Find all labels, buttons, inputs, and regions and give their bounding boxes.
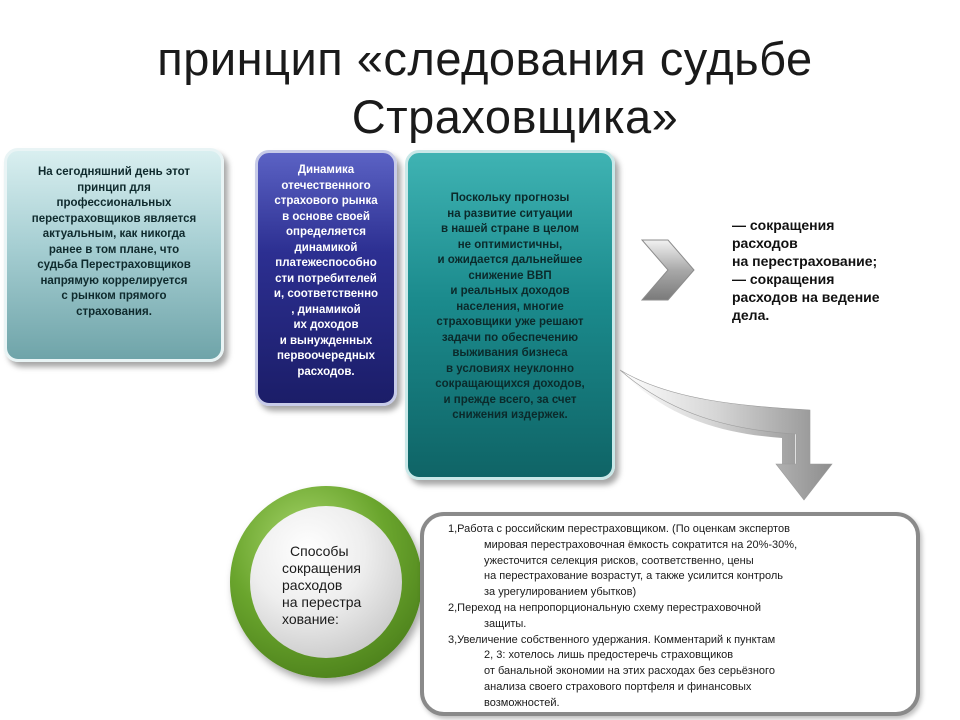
circle-core xyxy=(250,506,402,658)
box-right-line: Поскольку прогнозы xyxy=(450,192,570,204)
methods-line: мировая перестраховочная ёмкость сократи… xyxy=(484,538,798,551)
methods-line: за урегулированием убытков) xyxy=(484,586,637,599)
results-line: — сокращения xyxy=(732,271,835,287)
box-left-line: ранее в том плане, что xyxy=(48,243,180,256)
box-market-dynamics: Динамика отечественного страхового рынка… xyxy=(255,150,397,406)
circle-line: хование: xyxy=(282,611,339,627)
curved-arrow-down-icon xyxy=(619,369,833,501)
circle-label: Способы сокращения расходов на перестра … xyxy=(282,543,392,628)
page-title: принцип «следования судьбе Страховщика» xyxy=(60,30,910,146)
methods-box: 1,Работа с российским перестраховщиком. … xyxy=(420,512,920,716)
title-line-1: принцип «следования судьбе xyxy=(157,32,813,85)
box-left-line: с рынком прямого xyxy=(61,290,167,302)
box-left-line: На сегодняшний день этот xyxy=(38,166,190,178)
circle-line: расходов xyxy=(282,577,343,593)
box-right-line: и прежде всего, за счет xyxy=(443,393,577,406)
box-right-line: не оптимистичны, xyxy=(457,238,563,251)
box-left-line: судьба Перестраховщиков xyxy=(37,259,191,271)
box-right-line: в условиях неуклонно xyxy=(446,362,574,375)
methods-line: возможностей. xyxy=(484,696,560,709)
circle-line: на перестра xyxy=(282,594,362,610)
box-middle-line: , динамикой xyxy=(291,303,361,316)
box-middle-line: динамикой xyxy=(294,241,358,254)
box-middle-line: Динамика xyxy=(297,164,355,176)
methods-line: 3,Увеличение собственного удержания. Ком… xyxy=(448,633,776,646)
methods-line: анализа своего страхового портфеля и фин… xyxy=(484,680,752,693)
box-left-line: профессиональных xyxy=(56,197,172,209)
box-middle-line: определяется xyxy=(286,226,366,238)
box-middle-line: отечественного xyxy=(281,179,371,192)
methods-line: 2, 3: хотелось лишь предостеречь страхов… xyxy=(484,649,734,662)
box-right-line: выживания бизнеса xyxy=(452,347,568,359)
box-right-line: населения, многие xyxy=(456,300,564,313)
methods-line: 1,Работа с российским перестраховщиком. … xyxy=(448,523,790,535)
box-current-relevance: На сегодняшний день этот принцип для про… xyxy=(4,148,224,362)
box-left-line: принцип для xyxy=(77,181,151,194)
box-middle-line: и вынужденных xyxy=(279,334,373,347)
box-right-line: страховщики уже решают xyxy=(436,316,584,328)
box-right-line: на развитие ситуации xyxy=(447,207,573,220)
box-middle-line: страхового рынка xyxy=(274,195,378,207)
box-left-line: перестраховщиков является xyxy=(31,212,197,225)
box-middle-line: платежеспособно xyxy=(275,257,377,269)
box-right-line: в нашей стране в целом xyxy=(440,223,580,235)
box-right-line: и реальных доходов xyxy=(450,285,570,297)
results-line: расходов на ведение xyxy=(732,289,880,305)
chevron-right-icon xyxy=(640,239,695,301)
box-middle-line: в основе своей xyxy=(282,210,370,223)
methods-line: от банальной экономии на этих расходах б… xyxy=(484,665,775,678)
results-line: расходов xyxy=(732,235,798,251)
box-right-line: снижение ВВП xyxy=(468,269,552,282)
circle-line: сокращения xyxy=(282,560,361,576)
box-left-line: страхования. xyxy=(76,305,152,318)
box-middle-line: первоочередных xyxy=(276,350,375,362)
box-middle-line: и, соответственно xyxy=(273,288,379,300)
box-right-line: снижения издержек. xyxy=(452,409,568,421)
results-line: дела. xyxy=(732,307,770,323)
title-line-2: Страховщика» xyxy=(351,90,679,143)
box-forecast: Поскольку прогнозы на развитие ситуации … xyxy=(405,150,615,480)
methods-line: 2,Переход на непропорциональную схему пе… xyxy=(448,601,762,614)
box-right-line: сокращающихся доходов, xyxy=(435,378,585,390)
box-left-line: напрямую коррелируется xyxy=(40,274,188,287)
methods-line: защиты. xyxy=(484,617,527,630)
results-line: на перестрахование; xyxy=(732,253,878,269)
methods-line: ужесточится селекция рисков, соответстве… xyxy=(484,554,754,567)
box-middle-line: их доходов xyxy=(293,319,359,331)
box-middle-line: расходов. xyxy=(297,365,355,378)
results-line: — сокращения xyxy=(732,217,835,233)
methods-line: на перестрахование возрастут, а также ус… xyxy=(484,570,784,583)
box-right-line: и ожидается дальнейшее xyxy=(437,254,583,266)
circle-line: Способы xyxy=(290,543,349,559)
results-list: — сокращения расходов на перестрахование… xyxy=(732,216,942,324)
box-left-line: актуальным, как никогда xyxy=(42,228,186,240)
box-middle-line: сти потребителей xyxy=(275,272,377,285)
box-right-line: задачи по обеспечению xyxy=(441,331,579,344)
